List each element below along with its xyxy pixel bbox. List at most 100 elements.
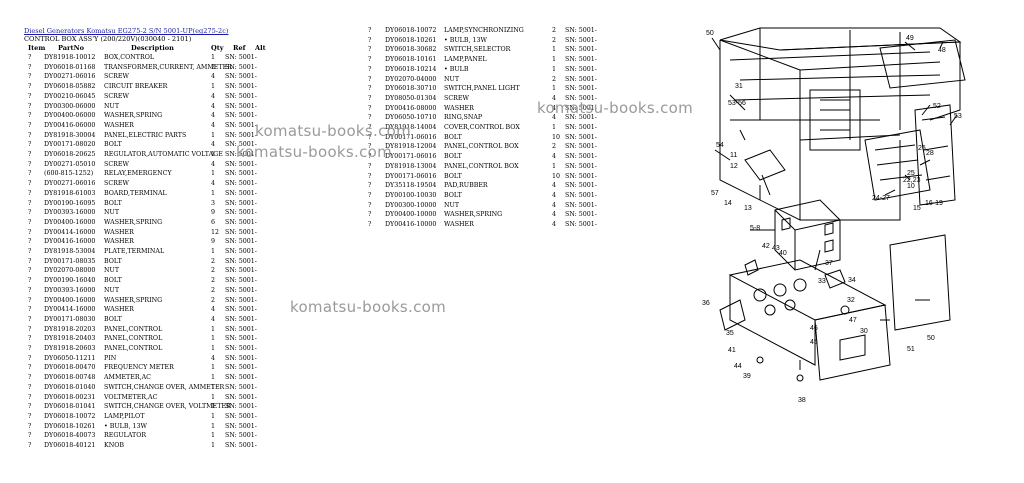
qty-cell: 1 — [211, 325, 216, 333]
item-cell: ? — [368, 172, 372, 180]
callout-label: 32 — [847, 297, 855, 304]
item-cell: ? — [368, 104, 372, 112]
partno-cell: DY00416-10000 — [385, 221, 437, 228]
item-cell: ? — [28, 54, 32, 61]
partno-cell: DY81918-12004 — [385, 143, 437, 151]
item-cell: ? — [368, 153, 372, 161]
qty-cell: 4 — [552, 94, 557, 102]
description-cell: BOLT — [104, 315, 122, 323]
qty-cell: 2 — [211, 267, 216, 275]
qty-cell: 4 — [211, 160, 216, 168]
ref-cell: SN: 5001- — [225, 364, 257, 372]
callout-label: 10 — [907, 183, 915, 190]
item-cell: ? — [368, 133, 372, 141]
qty-cell: 1 — [211, 432, 216, 440]
description-cell: CIRCUIT BREAKER — [104, 83, 168, 91]
qty-cell: 4 — [552, 221, 557, 228]
callout-label: 36 — [702, 300, 710, 307]
qty-cell: 1 — [211, 54, 216, 61]
qty-cell: 9 — [211, 238, 216, 246]
qty-cell: 1 — [211, 189, 216, 197]
ref-cell: SN: 5001- — [565, 104, 597, 112]
qty-cell: 10 — [552, 133, 561, 141]
qty-cell: 2 — [211, 257, 216, 265]
item-cell: ? — [368, 191, 372, 199]
partno-cell: DY06018-10161 — [385, 56, 437, 64]
qty-cell: 1 — [211, 422, 216, 430]
partno-cell: DY06018-01040 — [44, 383, 96, 391]
ref-cell: SN: 5001- — [225, 160, 257, 168]
qty-cell: 1 — [552, 85, 557, 93]
col-item: Item — [28, 44, 46, 52]
partno-cell: DY00271-06016 — [44, 180, 96, 188]
partno-cell: DY06018-10261 — [385, 36, 437, 44]
qty-cell: 4 — [211, 92, 216, 100]
description-cell: LAMP,PANEL — [444, 56, 487, 64]
partno-cell: DY06018-10214 — [385, 65, 437, 73]
description-cell: BOARD,TERMINAL — [104, 189, 167, 197]
qty-cell: 6 — [211, 218, 216, 226]
ref-cell: SN: 5001- — [225, 442, 257, 449]
ref-cell: SN: 5001- — [225, 73, 257, 81]
source-link[interactable]: Diesel Generators Komatsu EG275-2 S/N 50… — [24, 27, 229, 35]
description-cell: NUT — [104, 102, 120, 110]
item-cell: ? — [368, 65, 372, 73]
description-cell: BOLT — [444, 153, 462, 161]
callout-label: 15 — [913, 205, 921, 212]
ref-cell: SN: 5001- — [565, 211, 597, 219]
partno-cell: DY06018-05882 — [44, 83, 96, 91]
description-cell: WASHER — [444, 221, 474, 228]
ref-cell: SN: 5001- — [565, 124, 597, 131]
ref-cell: SN: 5001- — [565, 56, 597, 64]
callout-label: 42 — [762, 243, 770, 250]
partno-cell: DY06018-20625 — [44, 151, 96, 158]
qty-cell: 2 — [211, 296, 216, 304]
description-cell: SWITCH,PANEL LIGHT — [444, 85, 520, 93]
description-cell: SCREW — [104, 180, 129, 188]
description-cell: PANEL,CONTROL — [104, 325, 163, 333]
ref-cell: SN: 5001- — [225, 218, 257, 226]
item-cell: ? — [368, 182, 372, 190]
ref-cell: SN: 5001- — [225, 209, 257, 217]
item-cell: ? — [28, 412, 32, 420]
description-cell: • BULB, 13W — [444, 36, 487, 44]
description-cell: WASHER,SPRING — [104, 218, 163, 226]
ref-cell: SN: 5001- — [225, 228, 257, 236]
partno-cell: DY81918-14004 — [385, 124, 437, 131]
partno-cell: DY08050-01304 — [385, 94, 437, 102]
item-cell: ? — [28, 248, 32, 255]
callout-label: 44 — [734, 363, 742, 370]
description-cell: WASHER — [444, 104, 474, 112]
description-cell: SWITCH,SELECTOR — [444, 46, 511, 54]
qty-cell: 1 — [211, 442, 216, 449]
description-cell: WASHER — [104, 306, 134, 314]
ref-cell: SN: 5001- — [225, 315, 257, 323]
qty-cell: 1 — [211, 412, 216, 420]
qty-cell: 4 — [552, 114, 557, 122]
partno-cell: DY00416-08000 — [385, 104, 437, 112]
partno-cell: DY06018-10261 — [44, 422, 96, 430]
description-cell: WASHER — [104, 228, 134, 236]
callout-label: 54 — [716, 142, 724, 149]
description-cell: NUT — [444, 201, 460, 209]
description-cell: PAD,RUBBER — [444, 182, 488, 190]
callout-label: 34 — [848, 277, 856, 284]
ref-cell: SN: 5001- — [225, 92, 257, 100]
qty-cell: 1 — [552, 56, 557, 64]
partno-cell: (600-815-1252) — [44, 170, 94, 178]
qty-cell: 1 — [211, 364, 216, 372]
ref-cell: SN: 5001- — [565, 94, 597, 102]
ref-cell: SN: 5001- — [225, 151, 257, 158]
description-cell: • BULB — [444, 65, 469, 73]
description-cell: NUT — [104, 286, 120, 294]
ref-cell: SN: 5001- — [565, 27, 597, 34]
partno-cell: DY81918-13004 — [385, 162, 437, 170]
qty-cell: 1 — [211, 83, 216, 91]
qty-cell: 12 — [211, 228, 220, 236]
item-cell: ? — [28, 364, 32, 372]
description-cell: REGULATOR — [104, 432, 147, 440]
description-cell: KNOB — [104, 442, 125, 449]
item-cell: ? — [28, 131, 32, 139]
item-cell: ? — [28, 121, 32, 129]
partno-cell: DY00400-16000 — [44, 218, 96, 226]
